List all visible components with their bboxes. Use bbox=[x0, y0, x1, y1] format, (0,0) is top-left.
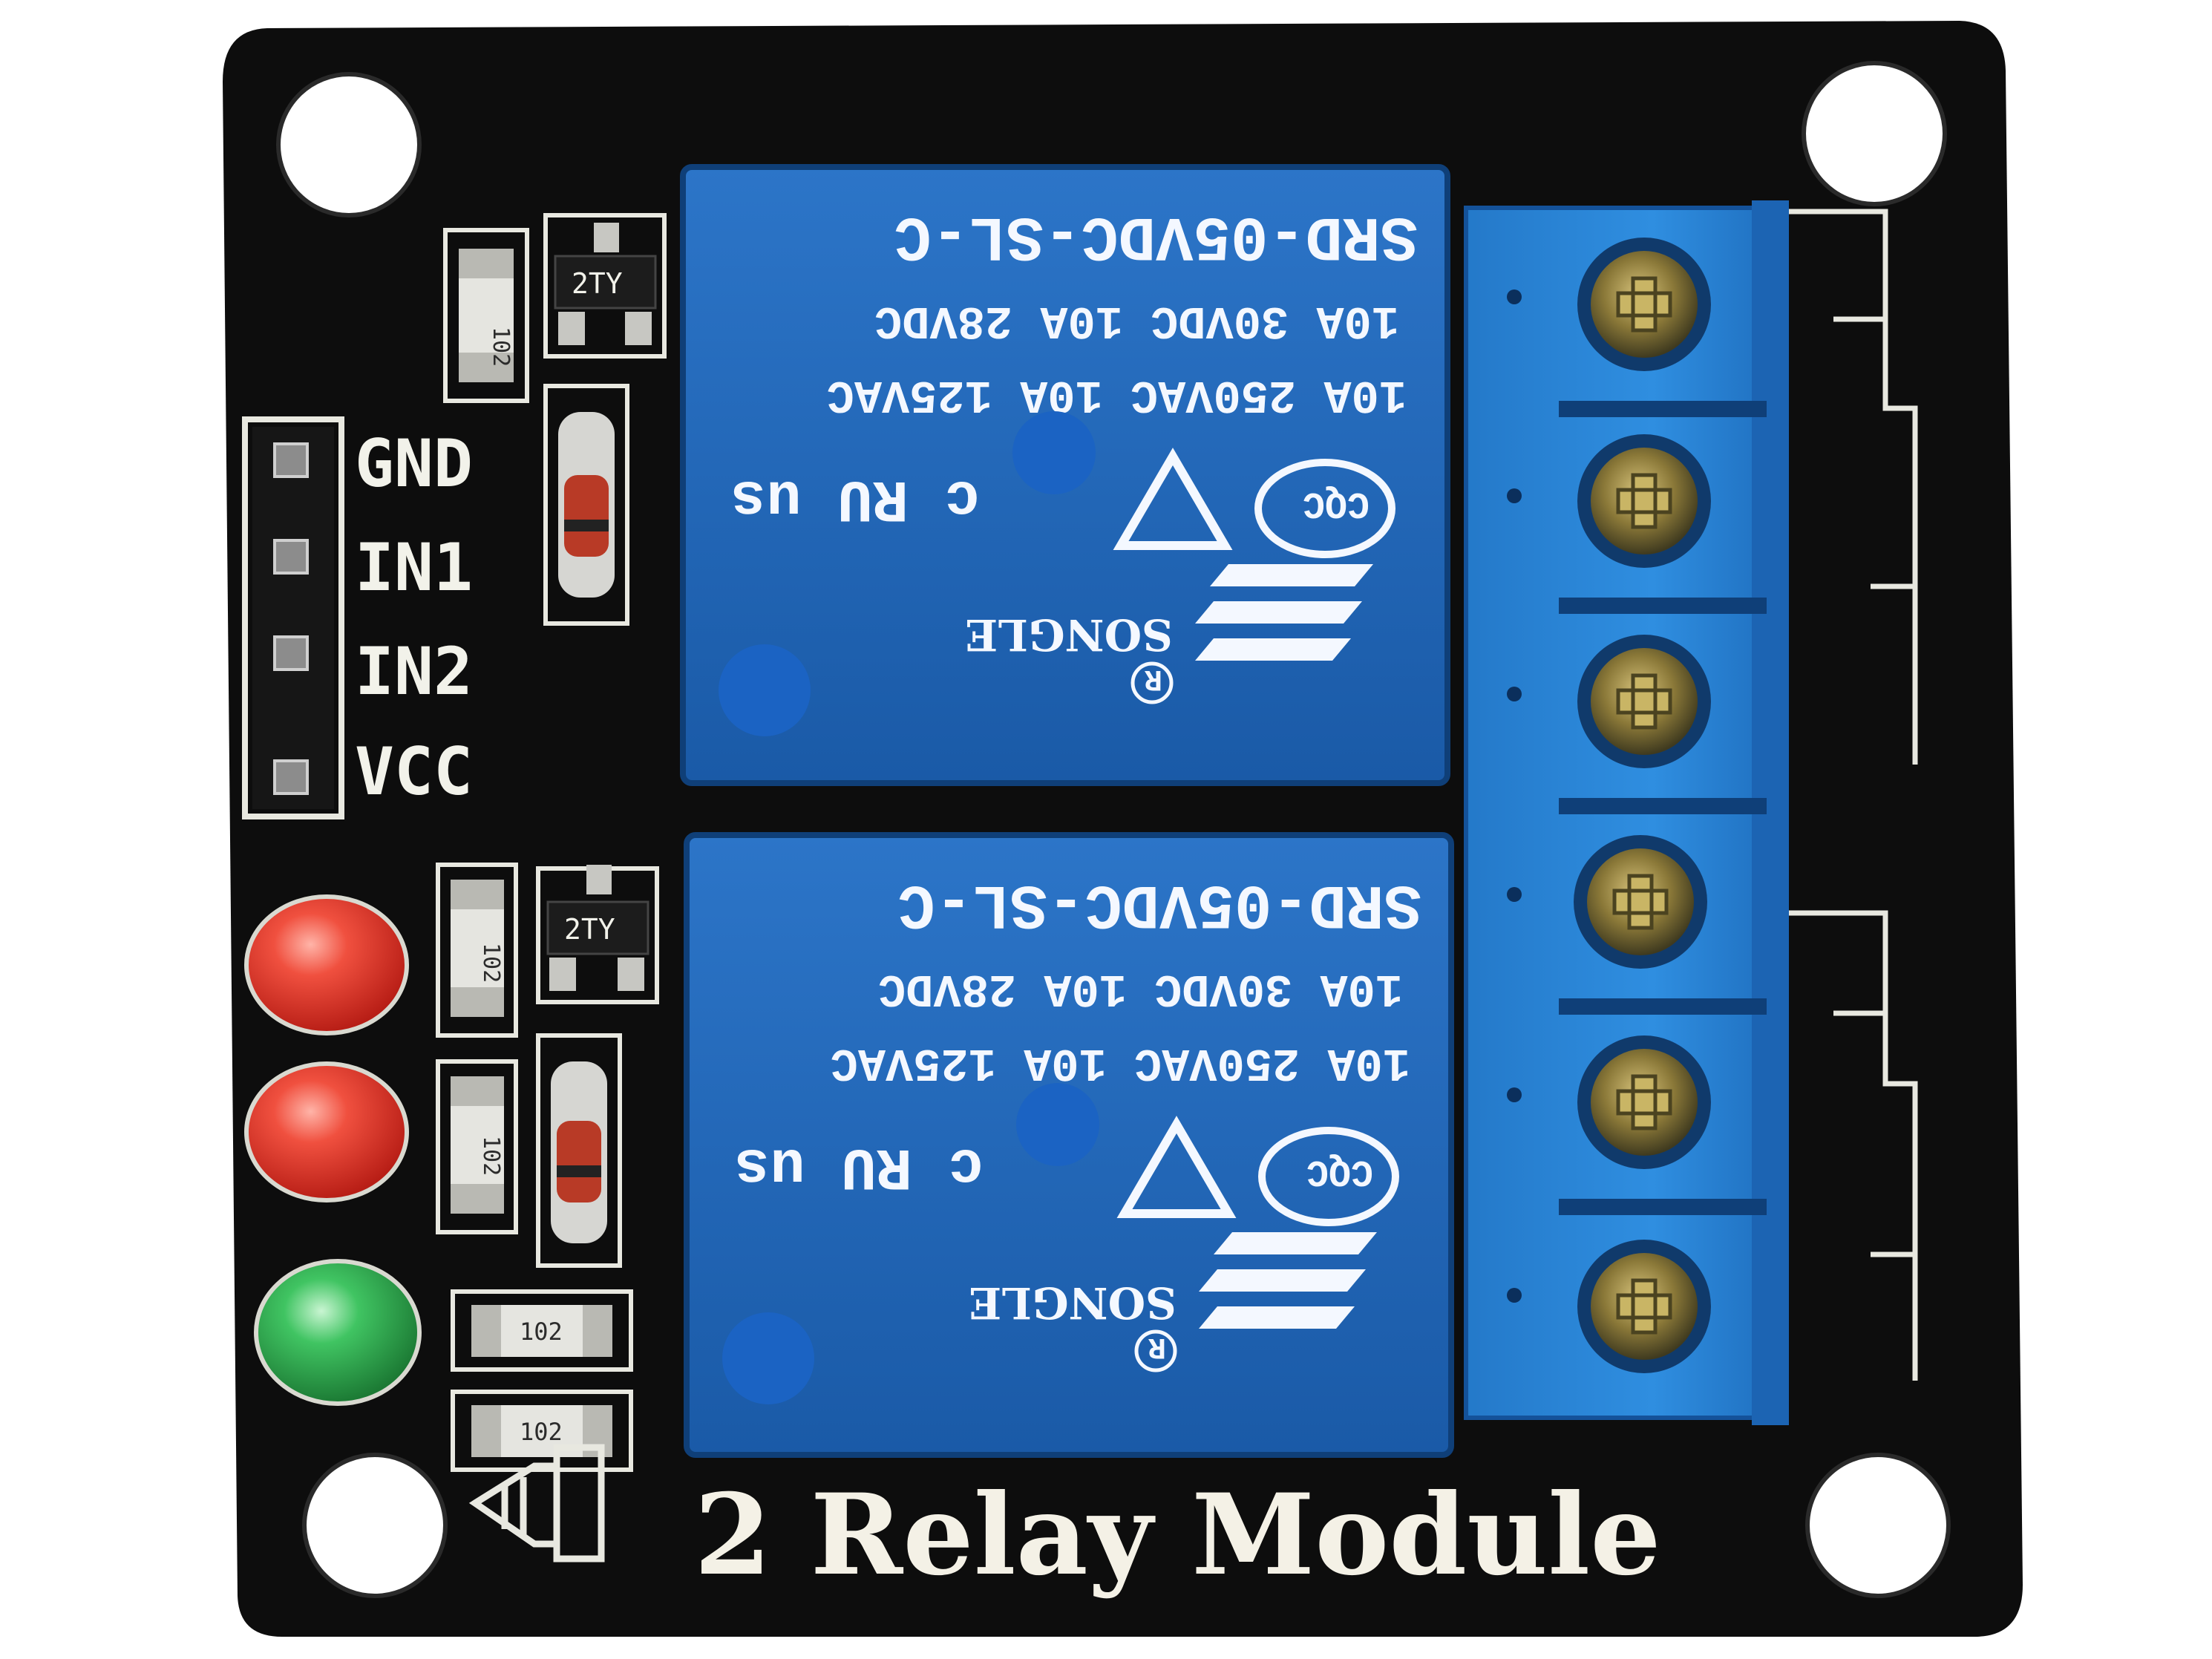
ul-icon: c RU us bbox=[734, 1132, 984, 1200]
relay-rating-ac-text: 10A 250VAC 10A 125VAC bbox=[827, 368, 1407, 421]
screw-icon bbox=[1574, 238, 1711, 1373]
relay-rating-dc-text: 10A 30VDC 10A 28VDC bbox=[878, 962, 1403, 1015]
pin-label-gnd: GND bbox=[355, 425, 473, 502]
ul-icon: c RU us bbox=[730, 464, 980, 531]
relay-outline-silkscreen bbox=[1789, 209, 1918, 1381]
cqc-icon: CQC bbox=[1254, 459, 1395, 558]
relay-rating-ac-text: 10A 250VAC 10A 125VAC bbox=[831, 1036, 1410, 1089]
registered-mark: R bbox=[1145, 661, 1162, 695]
led-icon bbox=[244, 894, 422, 1406]
pin-label-in1: IN1 bbox=[355, 529, 473, 606]
resistor-label: 102 bbox=[520, 1418, 563, 1446]
songle-logo-icon: SONGLE R bbox=[969, 1232, 1377, 1372]
resistor-label: 102 bbox=[478, 1136, 504, 1176]
relay-2: SRD-05VDC-SL-C 10A 30VDC 10A 28VDC 10A 2… bbox=[684, 832, 1454, 1458]
pin-label-in2: IN2 bbox=[355, 633, 473, 710]
pin-header bbox=[242, 416, 344, 819]
brand-text: SONGLE bbox=[969, 1277, 1177, 1328]
cqc-icon: CQC bbox=[1258, 1127, 1399, 1226]
cqc-text: CQC bbox=[1306, 1150, 1373, 1192]
board-title: 2 Relay Module bbox=[694, 1470, 1661, 1600]
songle-logo-icon: SONGLE R bbox=[965, 564, 1373, 704]
relay-rating-dc-text: 10A 30VDC 10A 28VDC bbox=[874, 294, 1399, 347]
mounting-hole-icon bbox=[276, 61, 1951, 1598]
resistor-label: 102 bbox=[520, 1318, 563, 1346]
relay-model-text: SRD-05VDC-SL-C bbox=[897, 868, 1421, 938]
transistor-label: 2TY bbox=[572, 267, 623, 300]
ul-mark-text: c RU us bbox=[734, 1132, 984, 1200]
relay-model-text: SRD-05VDC-SL-C bbox=[894, 200, 1418, 270]
resistor-label: 102 bbox=[488, 327, 514, 367]
cqc-text: CQC bbox=[1303, 482, 1370, 524]
screw-icon bbox=[468, 1444, 605, 1563]
pin-labels: GND IN1 IN2 VCC bbox=[355, 425, 473, 810]
relay-1: SRD-05VDC-SL-C 10A 30VDC 10A 28VDC 10A 2… bbox=[680, 164, 1450, 786]
ul-mark-text: c RU us bbox=[730, 464, 980, 531]
terminal-block bbox=[1464, 200, 1789, 1425]
smd-top-group: 102 2TY bbox=[443, 213, 667, 626]
brand-text: SONGLE bbox=[965, 609, 1173, 660]
registered-mark: R bbox=[1148, 1329, 1166, 1363]
resistor-label: 102 bbox=[478, 943, 504, 983]
pin-label-vcc: VCC bbox=[355, 733, 473, 810]
transistor-label: 2TY bbox=[564, 913, 615, 946]
